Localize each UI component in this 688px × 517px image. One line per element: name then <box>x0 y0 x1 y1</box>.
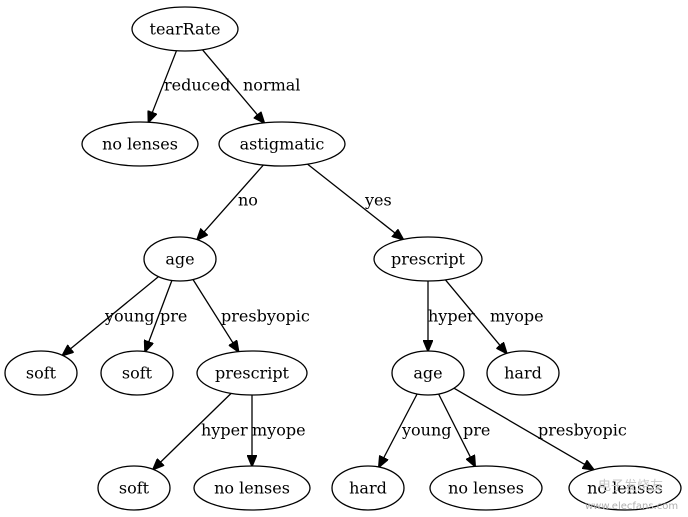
edge-reduced: reduced <box>149 50 230 123</box>
node-label: age <box>413 364 442 383</box>
tree-node: no lenses <box>193 465 311 511</box>
edge-label: young <box>104 307 155 326</box>
edge-pre: pre <box>438 393 490 466</box>
edge-pre: pre <box>145 280 187 351</box>
edge-arrow-line <box>153 392 232 469</box>
node-ellipse <box>391 350 465 396</box>
node-ellipse <box>97 465 171 511</box>
tree-node: astigmatic <box>218 121 346 167</box>
node-ellipse <box>373 236 483 282</box>
node-label: hard <box>349 479 387 498</box>
node-ellipse <box>131 6 239 52</box>
edges-layer: reduced normal no yes young pre presbyopic hype… <box>63 49 627 470</box>
edge-label: hyper <box>201 421 248 440</box>
node-label: astigmatic <box>240 135 325 154</box>
edge-hyper: hyper <box>428 281 475 351</box>
tree-node: age <box>391 350 465 396</box>
node-label: soft <box>119 479 150 498</box>
nodes-layer: tearRate no lenses astigmatic age prescript s… <box>4 6 682 511</box>
node-ellipse <box>218 121 346 167</box>
tree-node: hard <box>486 350 560 396</box>
edge-arrow-line <box>63 276 159 356</box>
edge-myope: myope <box>252 395 306 466</box>
watermark-url: www.elecfans.com <box>585 501 678 512</box>
edge-label: pre <box>160 307 187 326</box>
tree-node: no lenses <box>429 465 543 511</box>
edge-arrow-line <box>197 164 264 240</box>
node-ellipse <box>486 350 560 396</box>
edge-label: myope <box>490 307 544 326</box>
node-ellipse <box>81 121 199 167</box>
node-ellipse <box>193 465 311 511</box>
edge-arrow-line <box>444 279 506 354</box>
edge-normal: normal <box>202 49 300 123</box>
node-ellipse <box>196 350 308 396</box>
edge-label: presbyopic <box>538 421 627 440</box>
tree-node: no lenses <box>568 465 682 511</box>
node-label: prescript <box>391 250 466 269</box>
edge-presbyopic: presbyopic <box>192 279 310 352</box>
edge-arrow-line <box>438 393 476 466</box>
edge-arrow-line <box>145 280 173 351</box>
edge-myope: myope <box>444 279 544 354</box>
node-label: hard <box>504 364 542 383</box>
edge-hyper: hyper <box>153 392 248 469</box>
tree-node: prescript <box>196 350 308 396</box>
edge-label: presbyopic <box>221 307 310 326</box>
node-label: age <box>165 250 194 269</box>
node-label: no lenses <box>102 135 178 154</box>
edge-no: no <box>197 164 264 240</box>
node-label: tearRate <box>150 20 221 39</box>
edge-arrow-line <box>192 279 239 352</box>
node-ellipse <box>4 350 78 396</box>
node-label: prescript <box>215 364 290 383</box>
edge-presbyopic: presbyopic <box>453 387 627 470</box>
edge-label: reduced <box>164 76 230 95</box>
edge-arrow-line <box>202 49 265 123</box>
edge-arrow-line <box>307 163 404 239</box>
watermark-logo-text: 电子发烧友 <box>598 478 663 494</box>
node-label: no lenses <box>214 479 290 498</box>
edge-young: young <box>63 276 159 356</box>
tree-node: soft <box>100 350 174 396</box>
tree-node: hard <box>331 465 405 511</box>
tree-node: soft <box>4 350 78 396</box>
tree-node: prescript <box>373 236 483 282</box>
edge-young: young <box>379 393 452 467</box>
node-ellipse <box>568 465 682 511</box>
node-ellipse <box>331 465 405 511</box>
edge-label: pre <box>463 421 490 440</box>
edge-label: hyper <box>428 307 475 326</box>
node-ellipse <box>429 465 543 511</box>
edge-label: normal <box>243 76 300 95</box>
edge-arrow-line <box>149 50 178 123</box>
watermark: www.elecfans.com 电子发烧友 <box>585 478 678 512</box>
tree-node: no lenses <box>81 121 199 167</box>
edge-label: myope <box>252 421 306 440</box>
node-label: soft <box>122 364 153 383</box>
tree-node: tearRate <box>131 6 239 52</box>
node-label: no lenses <box>448 479 524 498</box>
edge-yes: yes <box>307 163 404 239</box>
tree-node: soft <box>97 465 171 511</box>
node-ellipse <box>100 350 174 396</box>
edge-label: yes <box>364 191 392 210</box>
node-ellipse <box>143 236 217 282</box>
tree-node: age <box>143 236 217 282</box>
node-label: soft <box>26 364 57 383</box>
edge-label: young <box>401 421 452 440</box>
node-label: no lenses <box>587 479 663 498</box>
edge-arrow-line <box>379 393 418 467</box>
edge-label: no <box>238 191 258 210</box>
edge-arrow-line <box>453 387 594 470</box>
